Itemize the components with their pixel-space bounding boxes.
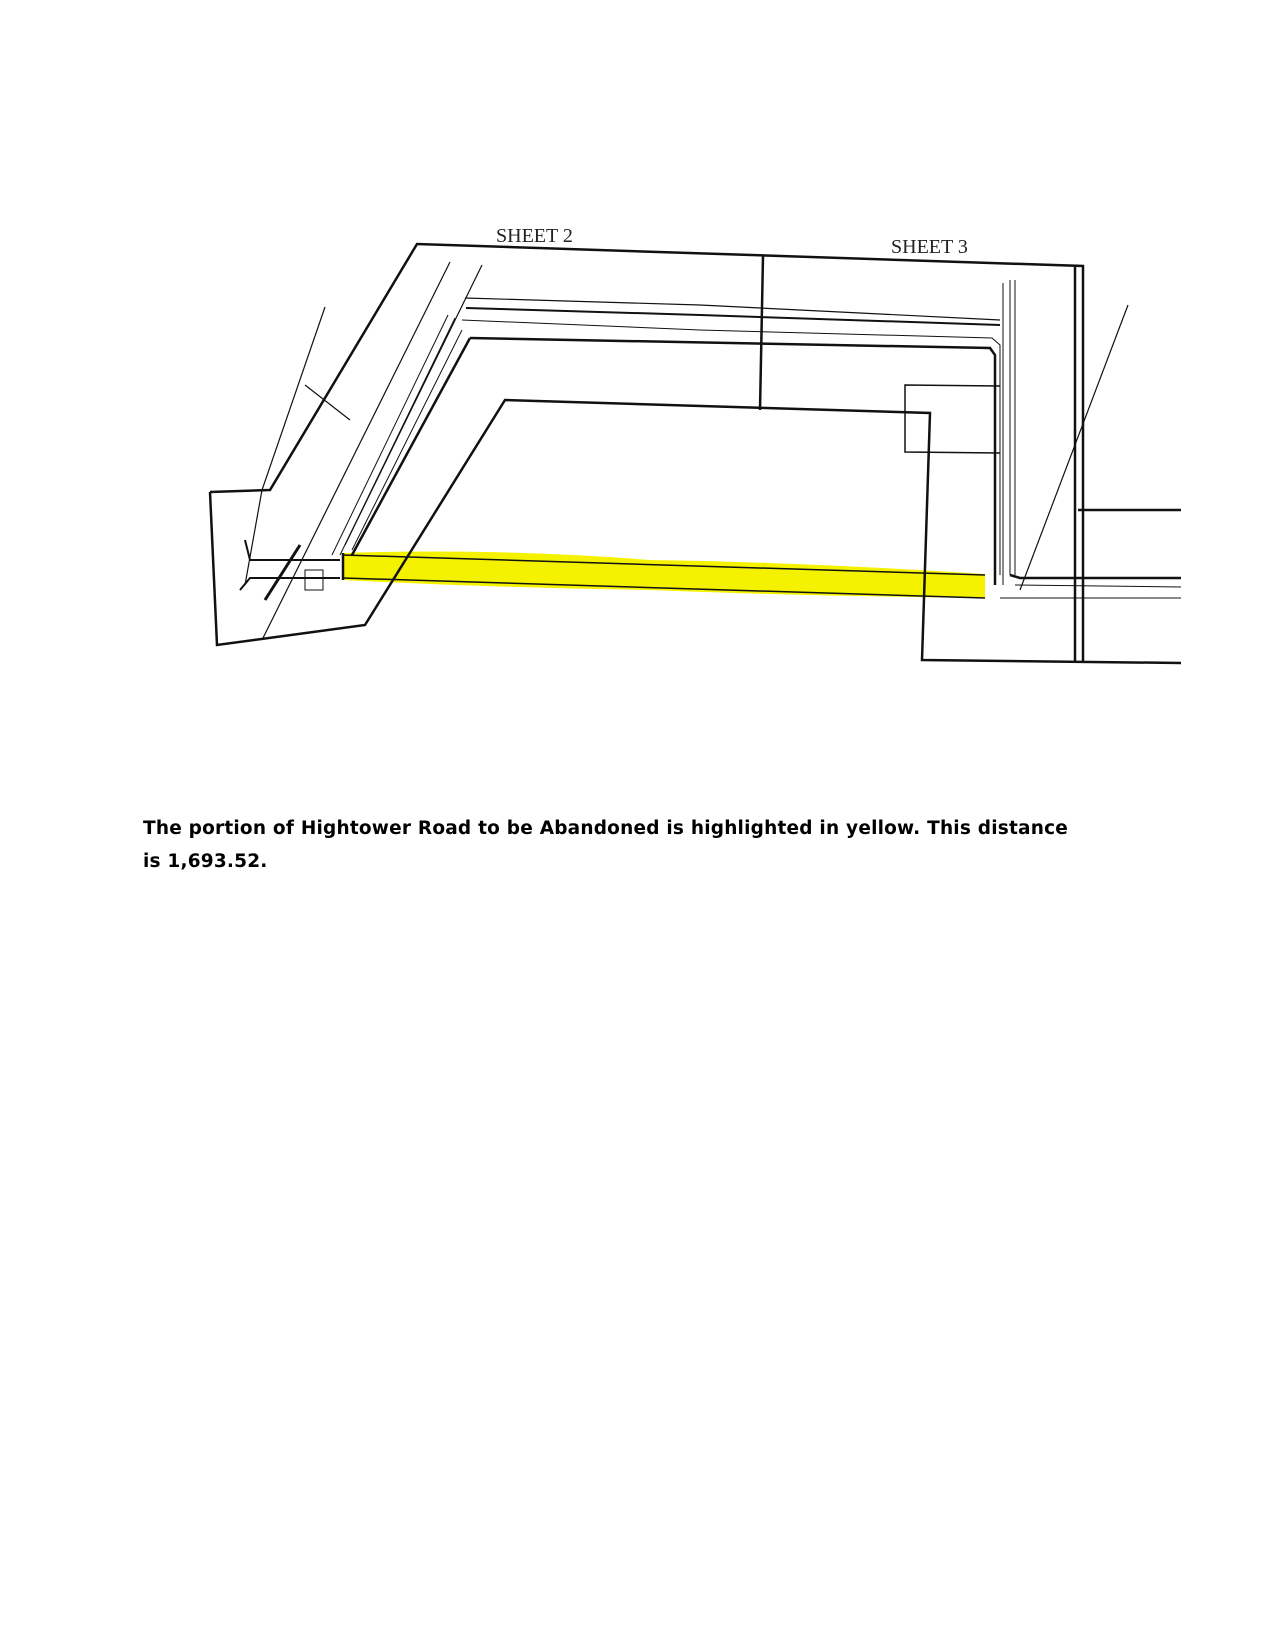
highlighted-road-segment (343, 551, 985, 598)
road-centerlines (239, 280, 1182, 601)
sheet-2-label: SHEET 2 (496, 225, 573, 247)
sheet-3-label: SHEET 3 (891, 236, 968, 258)
road-plan-map: SHEET 2 SHEET 3 (208, 225, 1182, 665)
map-caption: The portion of Hightower Road to be Aban… (143, 818, 1068, 872)
parcel-boundaries (208, 242, 1182, 665)
thin-survey-lines (244, 261, 1129, 641)
